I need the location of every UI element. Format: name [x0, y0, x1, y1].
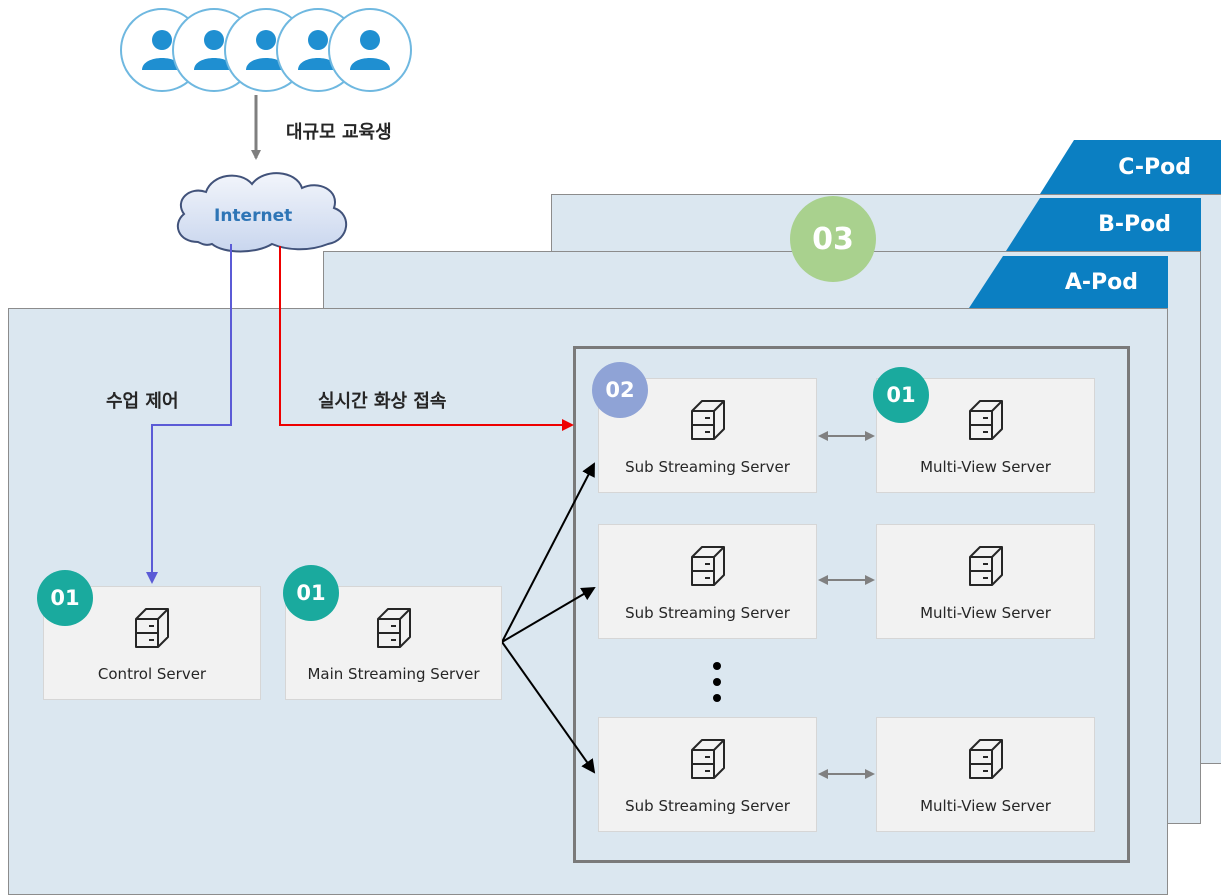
control-server-badge: 01 [37, 570, 93, 626]
users-label: 대규모 교육생 [286, 122, 392, 143]
multi-view-badge: 01 [873, 367, 929, 423]
realtime-flow-label: 실시간 화상 접속 [318, 391, 447, 412]
server-icon [690, 739, 725, 779]
main-streaming-badge-text: 01 [296, 581, 326, 605]
server-icon [376, 608, 411, 648]
sub-streaming-server: Sub Streaming Server [598, 378, 817, 493]
control-badge-text: 01 [50, 586, 80, 610]
control-flow-arrow [146, 244, 232, 584]
pod-a-label: A-Pod [1064, 269, 1138, 295]
sub-streaming-server-label: Sub Streaming Server [625, 458, 790, 476]
realtime-flow-arrow [279, 246, 574, 431]
internet-label: Internet [214, 206, 293, 226]
pod-a-tab: A-Pod [969, 256, 1168, 308]
multi-view-server: Multi-View Server [876, 524, 1095, 639]
server-icon [968, 739, 1003, 779]
sub-group-badge-text: 02 [605, 378, 635, 402]
sub-streaming-server-label: Sub Streaming Server [625, 797, 790, 815]
server-icon [690, 546, 725, 586]
server-icon [968, 400, 1003, 440]
pod-count-text: 03 [812, 221, 854, 257]
pod-c-tab: C-Pod [1040, 140, 1221, 194]
multi-view-server-label: Multi-View Server [920, 458, 1051, 476]
sub-streaming-server: Sub Streaming Server [598, 524, 817, 639]
internet-cloud-icon [176, 172, 348, 253]
pod-b-tab: B-Pod [1006, 198, 1201, 251]
main-to-sub1-arrow [501, 462, 595, 643]
control-server-label: Control Server [97, 665, 207, 683]
multi-view-server: Multi-View Server [876, 717, 1095, 832]
main-to-sub3-arrow [501, 641, 596, 774]
control-flow-label: 수업 제어 [106, 391, 179, 412]
sub-streaming-server: Sub Streaming Server [598, 717, 817, 832]
server-icon [690, 400, 725, 440]
main-streaming-server-label: Main Streaming Server [307, 665, 480, 683]
sub-group-badge: 02 [592, 362, 648, 418]
main-to-sub2-arrow [501, 586, 596, 643]
user-icon [328, 8, 412, 92]
multi-view-server-label: Multi-View Server [920, 604, 1051, 622]
server-icon [968, 546, 1003, 586]
pod-b-label: B-Pod [1098, 212, 1171, 237]
sub-streaming-server-label: Sub Streaming Server [625, 604, 790, 622]
multi-view-badge-text: 01 [886, 383, 916, 407]
multi-view-server-label: Multi-View Server [920, 797, 1051, 815]
pod-count-badge: 03 [790, 196, 876, 282]
pod-c-label: C-Pod [1118, 154, 1191, 180]
server-icon [135, 608, 169, 648]
main-streaming-badge: 01 [283, 565, 339, 621]
